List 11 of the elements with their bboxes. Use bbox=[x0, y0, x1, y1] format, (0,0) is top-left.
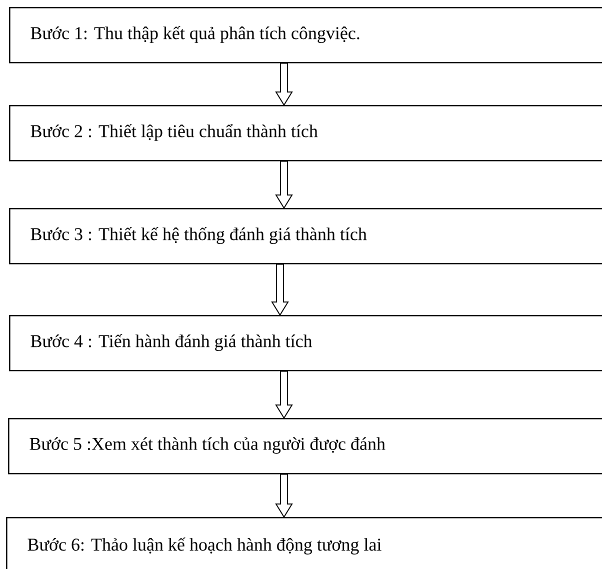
step-box: Bước 4 : Tiến hành đánh giá thành tích bbox=[9, 315, 602, 372]
block-arrow bbox=[275, 370, 293, 419]
block-arrow bbox=[275, 62, 293, 106]
block-arrow bbox=[275, 474, 293, 518]
step-box: Bước 3 : Thiết kế hệ thống đánh giá thành tích bbox=[9, 208, 602, 264]
block-arrow bbox=[271, 264, 289, 316]
block-arrow bbox=[275, 160, 293, 209]
step-box: Bước 6: Thảo luận kế hoạch hành động tương lai bbox=[6, 517, 602, 569]
step-box: Bước 5 :Xem xét thành tích của người được đánh bbox=[8, 418, 602, 474]
step-box: Bước 2 : Thiết lập tiêu chuẩn thành tích bbox=[9, 105, 602, 162]
step-box: Bước 1: Thu thập kết quả phân tích côngviệc. bbox=[9, 7, 602, 64]
